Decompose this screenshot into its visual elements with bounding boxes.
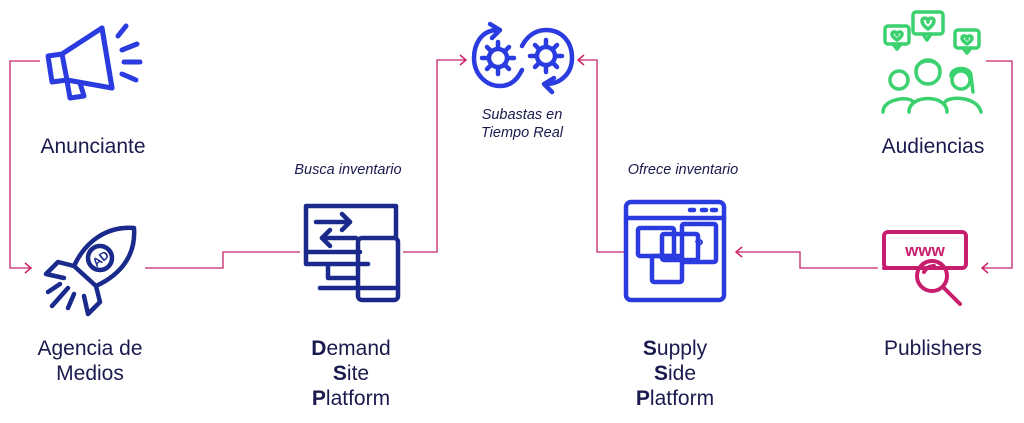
audience-people-icon [881, 10, 983, 114]
dsp-rest-2: ite [346, 362, 370, 385]
megaphone-icon [45, 23, 143, 101]
dsp-initial-1: D [311, 337, 327, 360]
label-anunciante-text: Anunciante [40, 135, 146, 158]
label-publishers: Publishers [858, 336, 1008, 361]
caption-busca-text: Busca inventario [294, 162, 402, 178]
label-agencia-line1: Agencia de [37, 337, 143, 360]
caption-busca-inventario: Busca inventario [268, 161, 428, 179]
connector-publishers-ssp [736, 251, 878, 269]
connector-dsp-rtb [403, 59, 466, 253]
caption-rtb-line2: Tiempo Real [480, 125, 564, 141]
arrowhead-publishers [980, 262, 989, 274]
label-anunciante: Anunciante [18, 134, 168, 159]
dsp-rest-1: emand [326, 337, 391, 360]
ssp-initial-2: S [653, 362, 668, 385]
caption-ofrece-inventario: Ofrece inventario [598, 161, 768, 179]
ssp-rest-2: ide [667, 362, 697, 385]
connector-agencia-dsp [145, 251, 300, 269]
rocket-ad-icon: AD [43, 225, 137, 317]
caption-rtb: Subastas en Tiempo Real [452, 106, 592, 142]
label-publishers-text: Publishers [883, 337, 983, 360]
connector-audiencias-publishers [982, 60, 1013, 269]
svg-text:?: ? [694, 237, 704, 254]
www-search-icon: www [882, 230, 968, 306]
label-audiencias: Audiencias [858, 134, 1008, 159]
computer-devices-icon [303, 203, 401, 303]
arrowhead-ssp [734, 246, 743, 258]
label-ssp: Supply Side Platform [605, 336, 745, 411]
arrowhead-agencia [24, 262, 33, 274]
dsp-rest-3: latform [325, 387, 391, 410]
gears-exchange-icon [471, 21, 575, 95]
connector-anunciante-agencia [9, 60, 40, 269]
ssp-initial-1: S [642, 337, 657, 360]
label-audiencias-text: Audiencias [881, 135, 985, 158]
connector-ssp-rtb [578, 59, 624, 253]
caption-rtb-line1: Subastas en [481, 107, 563, 123]
ssp-rest-3: latform [649, 387, 715, 410]
ssp-initial-3: P [635, 387, 650, 410]
arrowhead-rtb-left [459, 54, 468, 66]
ssp-rest-1: upply [656, 337, 708, 360]
www-text: www [904, 241, 945, 260]
label-agencia-line2: Medios [56, 362, 124, 385]
dsp-initial-3: P [311, 387, 326, 410]
label-agencia: Agencia de Medios [10, 336, 170, 386]
arrowhead-rtb-right [576, 54, 585, 66]
dsp-initial-2: S [332, 362, 347, 385]
label-dsp: Demand Site Platform [281, 336, 421, 411]
website-blocks-icon: ? [623, 199, 727, 303]
caption-ofrece-text: Ofrece inventario [627, 162, 739, 178]
